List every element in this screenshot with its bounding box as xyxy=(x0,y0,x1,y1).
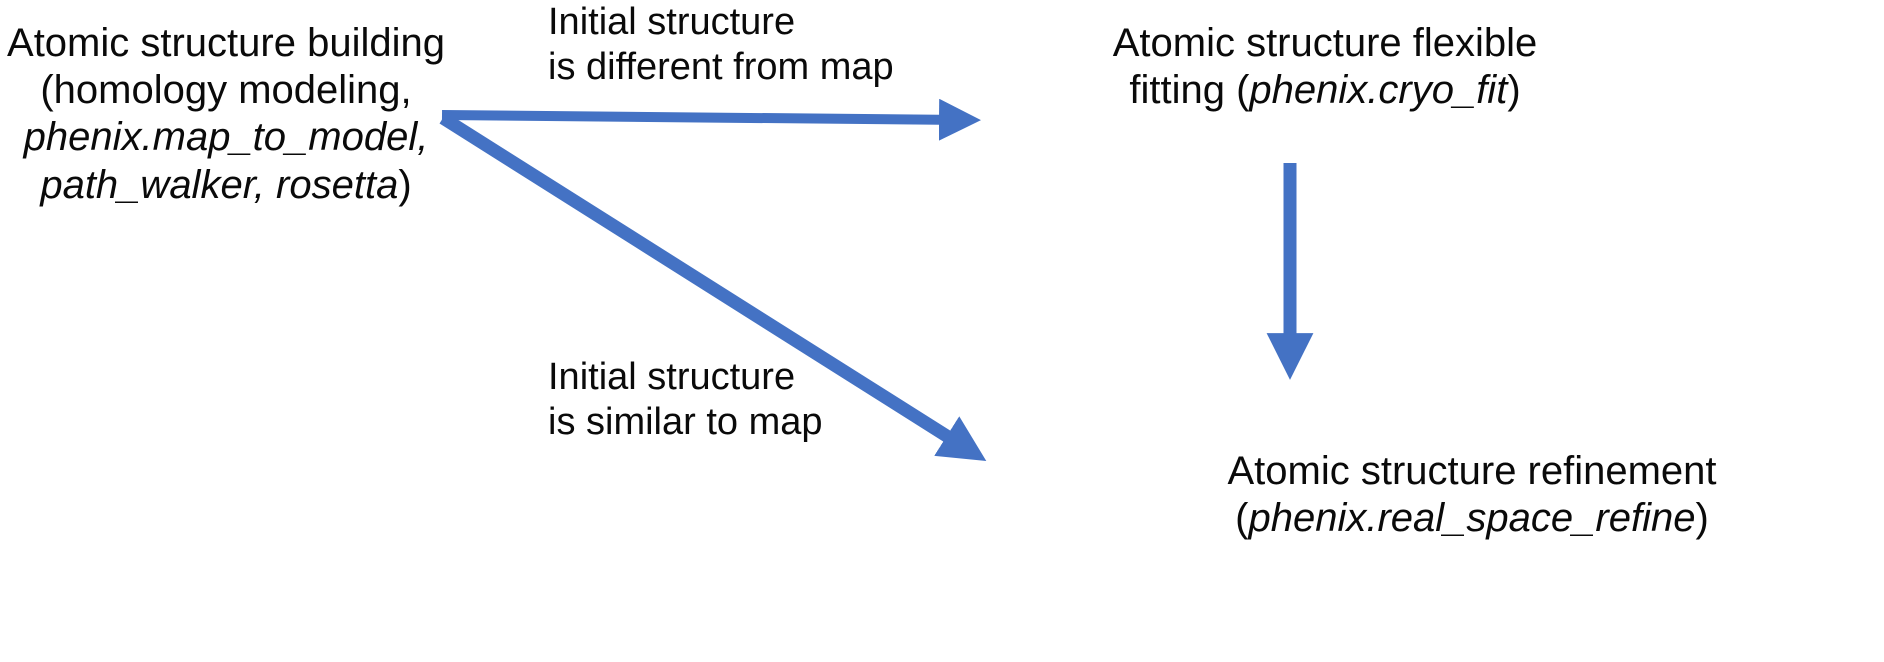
node-atomic-structure-refinement: Atomic structure refinement(phenix.real_… xyxy=(1060,448,1884,542)
node-atomic-structure-building: Atomic structure building(homology model… xyxy=(0,20,456,209)
node-flexible-line-4: ) xyxy=(1507,68,1521,113)
edge-label-similar-line-2: is similar to map xyxy=(548,400,823,443)
node-building-line-1: Atomic structure building xyxy=(7,21,445,65)
edge-label-different-line-2: is different from map xyxy=(548,45,894,88)
node-refinement-line-1: Atomic structure refinement xyxy=(1227,449,1717,493)
node-building-line-4: path_walker, rosetta xyxy=(40,162,399,207)
node-flexible-line-1: Atomic structure flexible xyxy=(1112,21,1538,65)
arrow-building-to-flexible-fitting xyxy=(441,98,981,141)
node-refinement-line-2: ( xyxy=(1235,496,1249,541)
node-flexible-line-2: fitting ( xyxy=(1129,68,1250,113)
edge-label-different-line-1: Initial structure xyxy=(548,1,796,43)
edge-label-similar-line-1: Initial structure xyxy=(548,356,796,398)
node-building-line-5: ) xyxy=(398,162,412,207)
node-refinement-line-3: phenix.real_space_refine xyxy=(1248,496,1696,541)
node-flexible-line-3: phenix.cryo_fit xyxy=(1249,68,1508,113)
node-building-line-2: (homology modeling, xyxy=(40,68,412,113)
node-building-line-3: phenix.map_to_model, xyxy=(23,115,429,160)
node-refinement-line-4: ) xyxy=(1695,496,1709,541)
